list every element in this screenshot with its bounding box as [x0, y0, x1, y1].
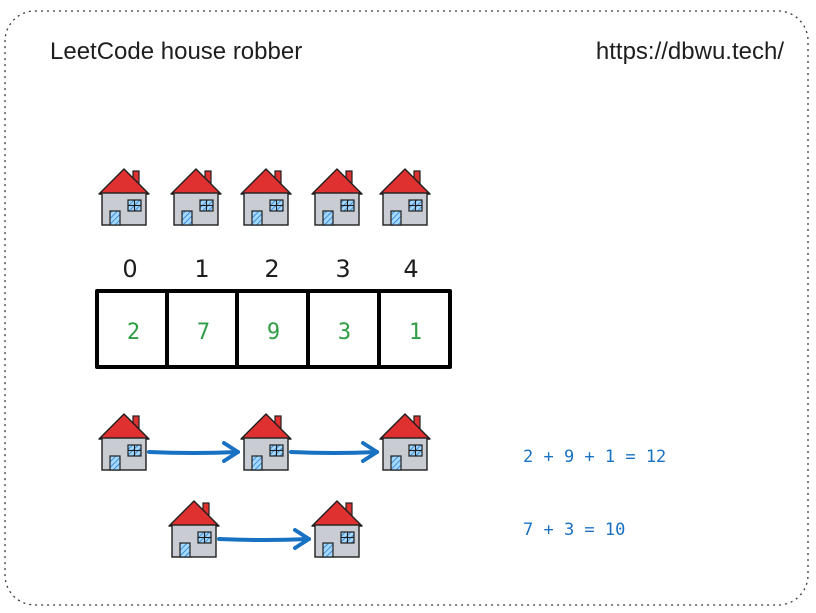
index-label: 2	[264, 255, 279, 283]
robbery-paths	[98, 413, 431, 558]
index-label: 3	[335, 255, 350, 283]
house-icon	[379, 413, 431, 471]
array-value: 2	[127, 320, 140, 345]
array-value: 1	[409, 320, 422, 345]
arrow-right-icon	[217, 528, 311, 550]
house-icon	[168, 500, 220, 558]
index-label: 0	[122, 255, 137, 283]
house-icon	[240, 413, 292, 471]
houses-row	[98, 168, 431, 226]
array-value: 3	[338, 320, 351, 345]
index-labels: 0 1 2 3 4	[122, 255, 418, 283]
arrow-right-icon	[147, 441, 240, 463]
value-array: 2 7 9 3 1	[95, 289, 452, 369]
house-icon	[98, 168, 150, 226]
array-value: 7	[197, 320, 210, 345]
site-url: https://dbwu.tech/	[595, 38, 784, 65]
house-icon	[379, 168, 431, 226]
house-icon	[311, 500, 363, 558]
robbery-path	[168, 500, 363, 558]
array-outline	[95, 289, 452, 369]
house-icon	[98, 413, 150, 471]
house-icon	[170, 168, 222, 226]
house-icon	[240, 168, 292, 226]
index-label: 1	[194, 255, 209, 283]
index-label: 4	[403, 255, 418, 283]
house-icon	[311, 168, 363, 226]
path-equation-2: 7 + 3 = 10	[523, 520, 626, 540]
diagram-title: LeetCode house robber	[50, 38, 303, 65]
arrow-right-icon	[289, 441, 379, 463]
robbery-path	[98, 413, 431, 471]
path-equation-1: 2 + 9 + 1 = 12	[523, 447, 667, 467]
array-value: 9	[267, 320, 280, 345]
